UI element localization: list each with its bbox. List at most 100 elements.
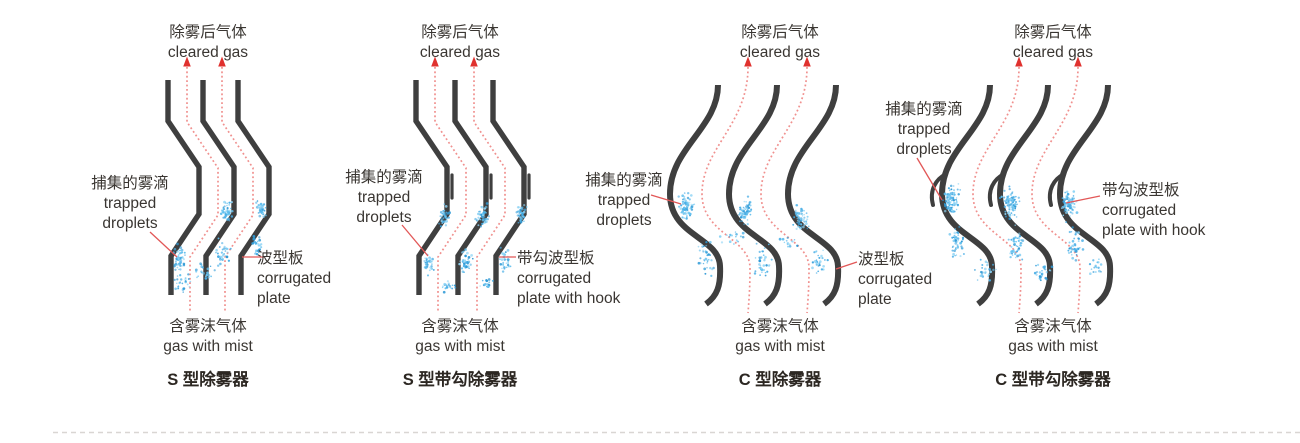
trapped-droplet-cluster — [948, 225, 965, 258]
gas-flow-dashed-line — [221, 67, 254, 312]
cleared-gas-label-zh: 除雾后气体 — [1014, 24, 1092, 41]
gas-with-mist-label-zh: 含雾沫气体 — [1014, 318, 1092, 335]
diagram-caption-s-type: S 型除雾器 — [167, 371, 249, 389]
corrugated-plate-s — [200, 80, 237, 295]
gas-with-mist-label: 含雾沫气体 gas with mist — [138, 317, 278, 357]
demister-diagram-2 — [401, 56, 531, 312]
trapped-droplets-label-zh: 捕集的雾滴 — [345, 169, 423, 186]
trapped-droplets-label: 捕集的雾滴 trapped droplets — [564, 171, 684, 231]
corrugated-plate-s — [452, 80, 489, 295]
gas-with-mist-label-en: gas with mist — [163, 338, 253, 355]
trapped-droplet-cluster — [219, 200, 234, 222]
corrugated-plate-label-zh: 波型板 — [257, 250, 304, 267]
gas-flow-dashed-line — [701, 66, 751, 314]
cleared-gas-label-zh: 除雾后气体 — [169, 24, 247, 41]
demister-diagram-1 — [149, 56, 272, 312]
trapped-droplet-cluster — [973, 258, 997, 282]
trapped-droplet-cluster — [792, 203, 810, 231]
cleared-gas-label: 除雾后气体 cleared gas — [983, 23, 1123, 63]
corrugated-plate-label-en2: plate — [257, 290, 291, 307]
trapped-droplet-cluster — [811, 249, 829, 274]
gas-with-mist-label-en: gas with mist — [735, 338, 825, 355]
gas-flow-dashed-line — [186, 67, 219, 312]
corrugated-plate-c — [725, 84, 783, 307]
trapped-droplet-cluster — [458, 248, 474, 273]
trapped-droplet-cluster — [423, 253, 435, 277]
trapped-droplet-cluster — [499, 246, 512, 273]
trapped-droplet-cluster — [999, 185, 1021, 221]
trapped-droplet-cluster — [215, 237, 232, 267]
gas-with-mist-label: 含雾沫气体 gas with mist — [390, 317, 530, 357]
trapped-droplet-cluster — [194, 262, 216, 280]
cleared-gas-label: 除雾后气体 cleared gas — [390, 23, 530, 63]
corrugated-plate-hook-label-zh: 带勾波型板 — [517, 250, 595, 267]
trapped-droplet-cluster — [173, 273, 192, 293]
label-leader-line — [650, 194, 682, 205]
gas-with-mist-label-zh: 含雾沫气体 — [169, 318, 247, 335]
gas-with-mist-label: 含雾沫气体 gas with mist — [710, 317, 850, 357]
flow-arrowhead — [183, 56, 191, 67]
corrugated-plate-s — [235, 80, 272, 295]
cleared-gas-label-en: cleared gas — [167, 44, 249, 61]
trapped-droplets-label-zh: 捕集的雾滴 — [91, 175, 169, 192]
corrugated-plate-label: 波型板 corrugated plate — [858, 250, 978, 310]
corrugated-plate-s — [413, 80, 450, 295]
label-leader-line — [916, 157, 943, 201]
gas-flow-dashed-line — [473, 67, 506, 312]
plate-hook — [987, 172, 1006, 207]
trapped-droplet-cluster — [172, 242, 186, 271]
corrugated-plate-label-en1: corrugated — [858, 271, 933, 288]
corrugated-plate-hook-label: 带勾波型板 corrugated plate with hook — [1102, 181, 1242, 241]
trapped-droplet-cluster — [255, 200, 267, 218]
trapped-droplet-cluster — [718, 231, 745, 245]
trapped-droplets-label-zh: 捕集的雾滴 — [885, 101, 963, 118]
cleared-gas-label: 除雾后气体 cleared gas — [710, 23, 850, 63]
flow-arrowhead — [1074, 56, 1082, 67]
label-leader-line — [835, 261, 858, 270]
cleared-gas-label-en: cleared gas — [1012, 44, 1094, 61]
corrugated-plate-s — [165, 80, 202, 295]
trapped-droplet-cluster — [778, 236, 799, 248]
corrugated-plate-c — [666, 84, 724, 307]
corrugated-plate-label-zh: 波型板 — [858, 251, 905, 268]
trapped-droplet-cluster — [438, 203, 451, 228]
trapped-droplet-cluster — [1033, 263, 1054, 282]
corrugated-plate-label-en1: corrugated — [257, 270, 332, 287]
flow-arrowhead — [218, 56, 226, 67]
trapped-droplets-label: 捕集的雾滴 trapped droplets — [70, 174, 190, 234]
corrugated-plate-hook-label-en2: plate with hook — [1102, 222, 1206, 239]
trapped-droplets-label-en1: trapped — [103, 195, 157, 212]
cleared-gas-label-zh: 除雾后气体 — [741, 24, 819, 41]
corrugated-plate-hook-label-en1: corrugated — [1102, 202, 1177, 219]
corrugated-plate-c — [784, 84, 842, 307]
gas-with-mist-label: 含雾沫气体 gas with mist — [983, 317, 1123, 357]
flow-arrowhead — [803, 56, 811, 67]
corrugated-plate-c — [938, 84, 996, 307]
corrugated-plate-hook-label: 带勾波型板 corrugated plate with hook — [517, 249, 647, 309]
trapped-droplet-cluster — [479, 278, 494, 289]
trapped-droplet-cluster — [1067, 226, 1085, 262]
flow-arrowhead — [470, 56, 478, 67]
corrugated-plate-label: 波型板 corrugated plate — [257, 249, 377, 309]
trapped-droplets-label-en2: droplets — [356, 209, 412, 226]
plate-hook — [1047, 172, 1066, 207]
trapped-droplet-cluster — [1088, 258, 1103, 276]
label-leader-line — [401, 224, 429, 257]
demister-diagram-3 — [650, 56, 858, 314]
demister-diagram-4 — [916, 56, 1114, 314]
flow-arrowhead — [1015, 56, 1023, 67]
trapped-droplet-cluster — [515, 203, 528, 224]
cleared-gas-label-zh: 除雾后气体 — [421, 24, 499, 41]
trapped-droplet-cluster — [474, 202, 490, 228]
corrugated-plate-hook-label-en1: corrugated — [517, 270, 592, 287]
label-leader-line — [149, 231, 178, 258]
trapped-droplet-cluster — [942, 183, 962, 213]
trapped-droplet-cluster — [441, 280, 457, 294]
gas-with-mist-label-en: gas with mist — [415, 338, 505, 355]
cleared-gas-label-en: cleared gas — [739, 44, 821, 61]
trapped-droplet-cluster — [753, 242, 773, 277]
label-leader-line — [1065, 195, 1101, 204]
gas-with-mist-label-zh: 含雾沫气体 — [741, 318, 819, 335]
